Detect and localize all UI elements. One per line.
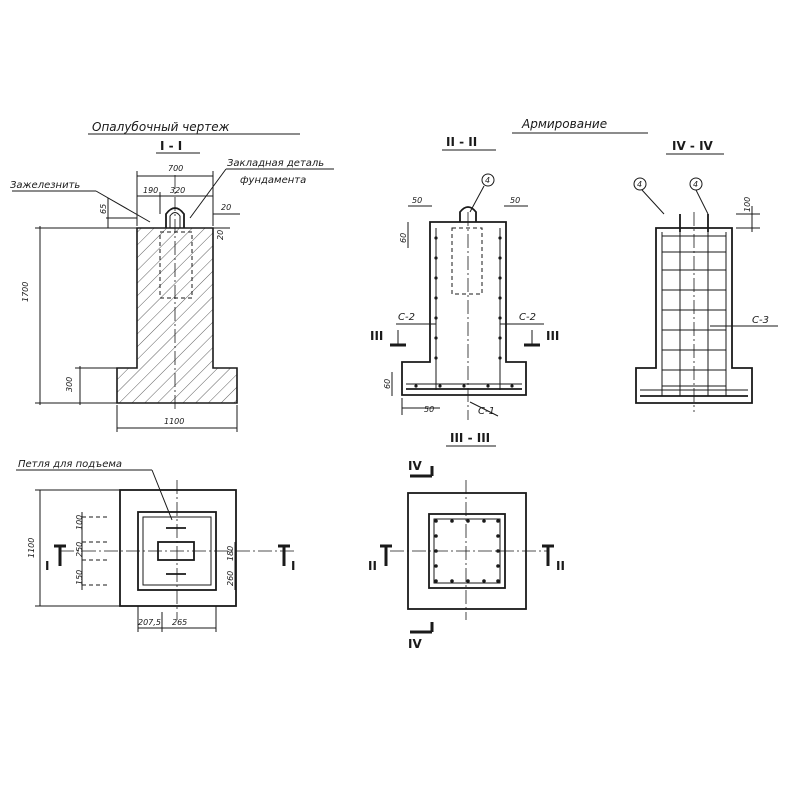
formwork-header: Опалубочный чертеж xyxy=(88,120,300,135)
mark-c2-left: С-2 xyxy=(398,312,415,323)
dim-20b: 20 xyxy=(216,230,225,240)
section-2-2-outline xyxy=(401,221,527,396)
cut-mark-III-right: III xyxy=(546,329,559,343)
plan-view: Петля для подъема 1100 100 250 150 260 1… xyxy=(16,459,295,632)
pos-4-balloon-c: 4 xyxy=(693,180,698,189)
dim-1700: 1700 xyxy=(21,282,30,302)
cut-mark-IV-top: IV xyxy=(408,459,422,473)
reinforcement-title: Армирование xyxy=(521,117,607,131)
dim-p150: 150 xyxy=(75,570,84,585)
lifting-loop-note: Петля для подъема xyxy=(18,459,122,470)
dim-260: 260 xyxy=(226,571,235,586)
dim-190: 190 xyxy=(143,186,158,195)
embedded-part-note-1: Закладная деталь xyxy=(227,158,324,169)
dim-50-bottom: 50 xyxy=(424,405,434,414)
pedestal-section xyxy=(116,227,238,404)
pos-4-balloon-a: 4 xyxy=(485,176,490,185)
dim-60-top: 60 xyxy=(399,233,408,243)
grout-note: Зажелезнить xyxy=(10,180,80,191)
dim-1100: 1100 xyxy=(164,417,184,426)
embedded-part-cavity xyxy=(159,231,193,299)
dim-60-bottom: 60 xyxy=(383,379,392,389)
section-3-3-bars xyxy=(434,519,500,583)
section-2-2-view: II - II 4 50 50 xyxy=(370,135,559,420)
dim-207-5: 207,5 xyxy=(138,618,161,627)
pos-4-balloon-b: 4 xyxy=(637,180,642,189)
cut-mark-I-right: I xyxy=(291,559,295,573)
dim-100: 100 xyxy=(743,197,752,212)
cut-mark-IV-bottom: IV xyxy=(408,637,422,651)
dim-320: 320 xyxy=(170,186,185,195)
section-3-3-view: III - III II II IV IV xyxy=(368,431,565,651)
dim-1100-v: 1100 xyxy=(27,538,36,558)
dim-65: 65 xyxy=(99,204,108,214)
section-2-2-label: II - II xyxy=(446,135,477,149)
dim-p100a: 100 xyxy=(75,515,84,530)
section-4-4-outline xyxy=(635,227,753,404)
section-2-2-bars xyxy=(414,236,514,388)
dim-300: 300 xyxy=(65,377,74,392)
dim-265: 265 xyxy=(172,618,187,627)
dim-50-top-left: 50 xyxy=(412,196,422,205)
cut-mark-I-left: I xyxy=(45,559,49,573)
dim-700: 700 xyxy=(168,164,183,173)
reinforcement-header: Армирование xyxy=(512,117,648,134)
mark-c3: С-3 xyxy=(752,315,769,326)
plan-outline xyxy=(119,489,237,607)
section-4-4-view: IV - IV 4 4 xyxy=(633,139,778,412)
dim-20a: 20 xyxy=(221,203,231,212)
dim-50-top-right: 50 xyxy=(510,196,520,205)
mark-c1: С-1 xyxy=(478,406,495,417)
cut-mark-II-left: II xyxy=(368,559,377,573)
embedded-part-note-2: фундамента xyxy=(240,175,306,186)
cut-mark-II-right: II xyxy=(556,559,565,573)
formwork-title: Опалубочный чертеж xyxy=(92,120,230,134)
section-1-1-label: I - I xyxy=(160,139,182,153)
section-1-1-view: I - I 700 190 320 65 20 20 1700 xyxy=(10,139,334,432)
cut-mark-III-left: III xyxy=(370,329,383,343)
mark-c2-right: С-2 xyxy=(519,312,536,323)
dim-180: 180 xyxy=(226,546,235,561)
dim-p250: 250 xyxy=(75,542,84,557)
section-4-4-label: IV - IV xyxy=(672,139,714,153)
section-3-3-label: III - III xyxy=(450,431,490,445)
